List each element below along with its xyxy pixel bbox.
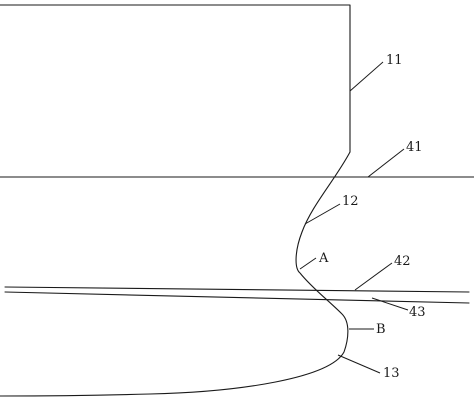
- plate-line-42: [4, 286, 470, 293]
- leader-12: [304, 203, 341, 225]
- label-a: A: [318, 251, 329, 266]
- label-11: 11: [386, 53, 403, 68]
- leader-13: [337, 354, 381, 374]
- label-13: 13: [383, 366, 400, 381]
- label-43: 43: [409, 305, 426, 320]
- label-12: 12: [342, 194, 359, 209]
- leader-11: [349, 61, 384, 92]
- plate-line-43: [4, 291, 470, 304]
- leader-42: [354, 262, 393, 291]
- leader-41: [367, 148, 405, 178]
- upper-block-outline: [0, 4, 351, 153]
- label-b: B: [376, 322, 386, 337]
- label-42: 42: [394, 254, 411, 269]
- leader-43: [371, 297, 409, 311]
- leader-a: [299, 257, 317, 270]
- curved-profile: [0, 151, 351, 397]
- label-41: 41: [406, 140, 423, 155]
